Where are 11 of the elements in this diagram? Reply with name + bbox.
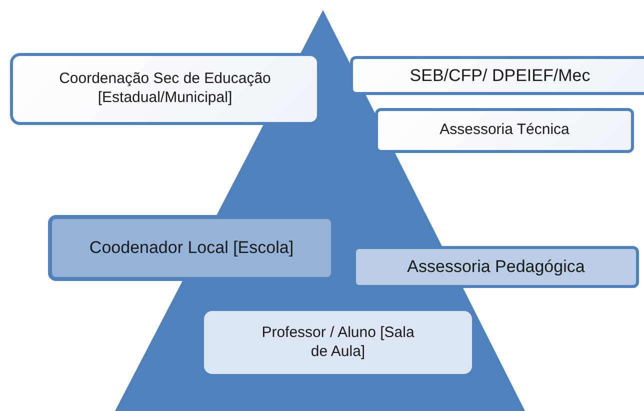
box-label: SEB/CFP/ DPEIEF/Mec (410, 64, 590, 86)
label-box (375, 108, 634, 153)
box-label: Assessoria Pedagógica (407, 256, 585, 278)
label-box (350, 56, 644, 95)
box-label: Coodenador Local [Escola] (89, 237, 294, 259)
box-label: Coordenação Sec de Educação [Estadual/Municipal] (58, 70, 272, 108)
box-label: Assessoria Técnica (440, 121, 570, 140)
label-box (10, 53, 320, 125)
label-box (353, 246, 639, 288)
label-box (204, 311, 472, 374)
box-label: Professor / Aluno [Sala de Aula] (260, 324, 416, 362)
